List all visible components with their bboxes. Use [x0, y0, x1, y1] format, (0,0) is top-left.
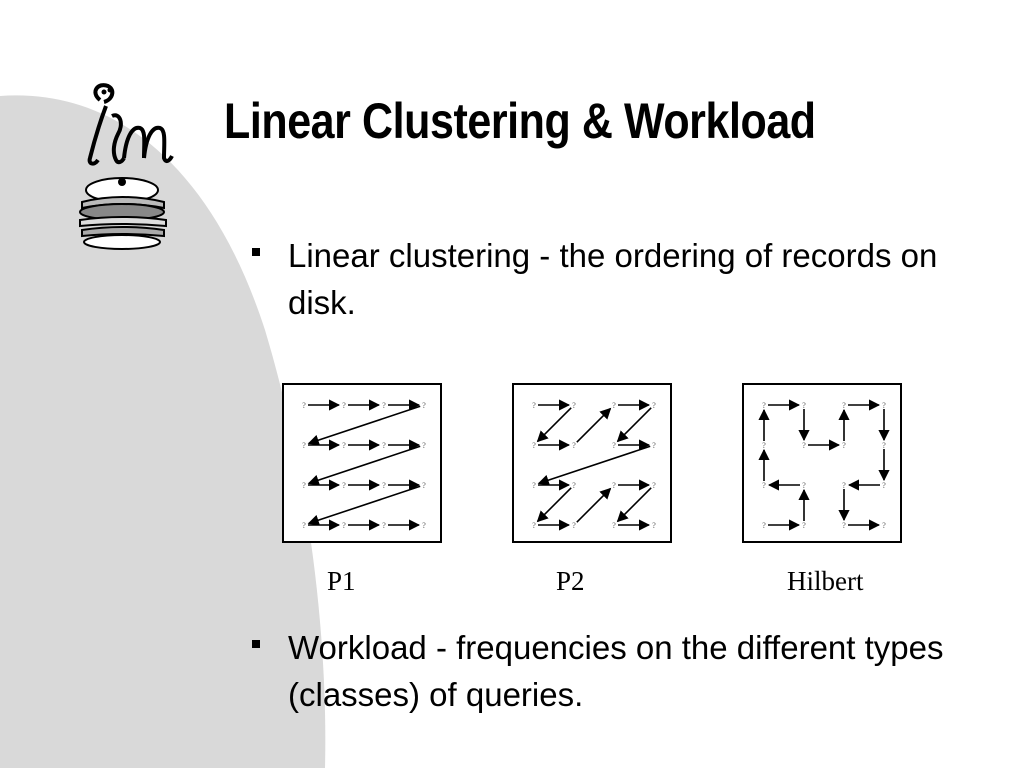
caption-hilbert: Hilbert	[787, 566, 864, 596]
square-bullet-icon	[252, 640, 260, 648]
cell-symbol: ?	[572, 441, 576, 450]
cell-symbol: ?	[382, 481, 386, 490]
cell-symbol: ?	[422, 401, 426, 410]
cell-symbol: ?	[342, 521, 346, 530]
cell-symbol: ?	[842, 441, 846, 450]
cell-symbol: ?	[882, 521, 886, 530]
cell-symbol: ?	[532, 441, 536, 450]
slide-title: Linear Clustering & Workload	[224, 93, 816, 149]
cell-symbol: ?	[342, 481, 346, 490]
curve-arrow-p2-14	[616, 487, 652, 523]
cell-symbol: ?	[302, 521, 306, 530]
curve-arrow-p2-2	[536, 407, 572, 443]
curve-arrow-p1-8	[307, 445, 421, 486]
cell-symbol: ?	[572, 481, 576, 490]
curve-arrow-p1-4	[307, 405, 421, 446]
cell-symbol: ?	[342, 401, 346, 410]
cell-symbol: ?	[882, 481, 886, 490]
cell-symbol: ?	[612, 481, 616, 490]
cell-symbol: ?	[802, 521, 806, 530]
curve-arrow-p1-12	[307, 485, 421, 526]
cell-symbol: ?	[762, 521, 766, 530]
bullet-text: Linear clustering - the ordering of reco…	[288, 237, 938, 321]
diagram-p2: ????????????????	[512, 383, 672, 543]
cell-symbol: ?	[882, 401, 886, 410]
curve-arrow-p2-4	[576, 407, 612, 443]
bullet-text: Workload - frequencies on the different …	[288, 629, 944, 713]
diagram-hilbert-svg: ????????????????	[758, 399, 890, 531]
curve-arrow-p2-6	[616, 407, 652, 443]
diagram-p1: ????????????????	[282, 383, 442, 543]
caption-p2: P2	[556, 566, 585, 596]
cell-symbol: ?	[842, 481, 846, 490]
cell-symbol: ?	[652, 401, 656, 410]
cell-symbol: ?	[612, 441, 616, 450]
cell-symbol: ?	[302, 401, 306, 410]
cell-symbol: ?	[382, 441, 386, 450]
curve-arrow-p2-8	[537, 445, 651, 486]
cell-symbol: ?	[882, 441, 886, 450]
square-bullet-icon	[252, 248, 260, 256]
cell-symbol: ?	[572, 401, 576, 410]
cell-symbol: ?	[612, 401, 616, 410]
diagram-hilbert: ????????????????	[742, 383, 902, 543]
cell-symbol: ?	[652, 441, 656, 450]
curve-arrow-p2-12	[576, 487, 612, 523]
cell-symbol: ?	[802, 441, 806, 450]
caption-p1: P1	[327, 566, 356, 596]
cell-symbol: ?	[612, 521, 616, 530]
cell-symbol: ?	[762, 401, 766, 410]
diagram-p2-svg: ????????????????	[532, 399, 656, 531]
cell-symbol: ?	[422, 481, 426, 490]
cell-symbol: ?	[422, 441, 426, 450]
cell-symbol: ?	[342, 441, 346, 450]
cell-symbol: ?	[762, 481, 766, 490]
cell-symbol: ?	[802, 481, 806, 490]
cell-symbol: ?	[422, 521, 426, 530]
cell-symbol: ?	[842, 521, 846, 530]
cell-symbol: ?	[652, 481, 656, 490]
cell-symbol: ?	[382, 401, 386, 410]
cell-symbol: ?	[572, 521, 576, 530]
cell-symbol: ?	[532, 401, 536, 410]
cell-symbol: ?	[302, 441, 306, 450]
cell-symbol: ?	[532, 521, 536, 530]
cell-symbol: ?	[652, 521, 656, 530]
cell-symbol: ?	[302, 481, 306, 490]
diagram-p1-svg: ????????????????	[302, 399, 426, 531]
cell-symbol: ?	[382, 521, 386, 530]
cell-symbol: ?	[802, 401, 806, 410]
curve-arrow-p2-10	[536, 487, 572, 523]
cell-symbol: ?	[532, 481, 536, 490]
im-sandwich-logo-icon	[79, 83, 174, 250]
cell-symbol: ?	[842, 401, 846, 410]
cell-symbol: ?	[762, 441, 766, 450]
